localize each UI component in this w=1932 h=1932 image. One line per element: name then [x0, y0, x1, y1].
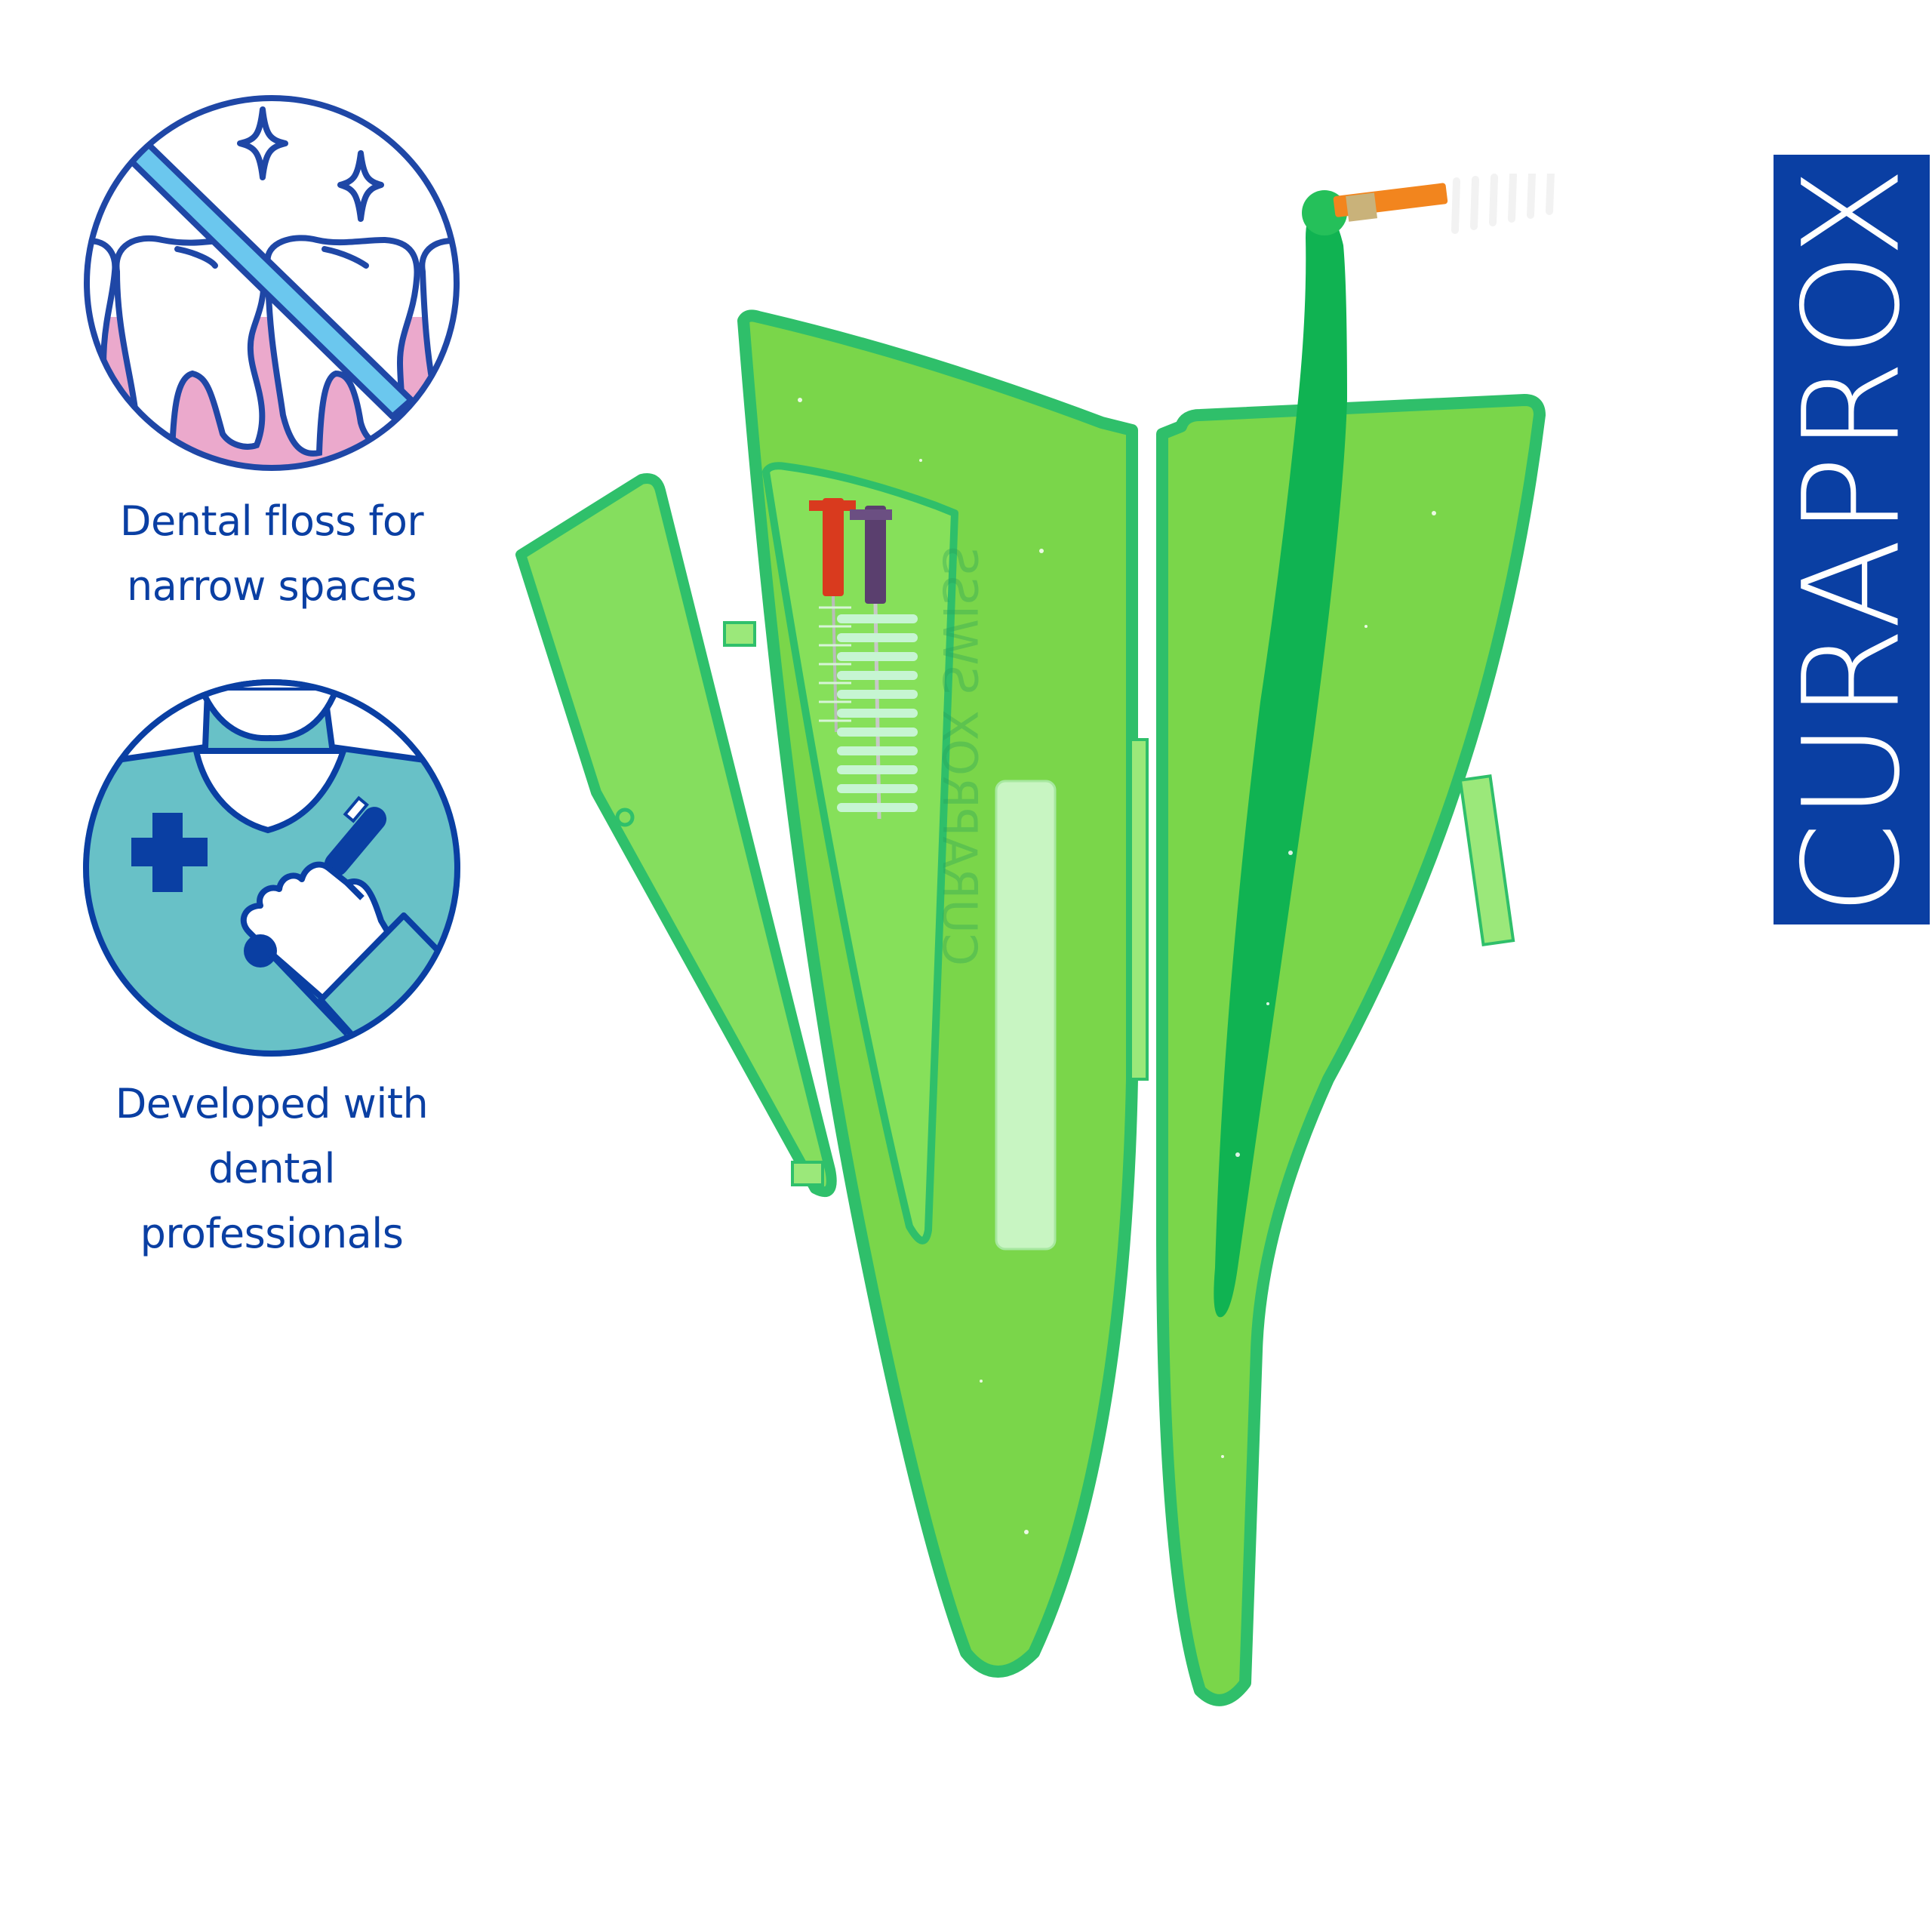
feature-professionals-text: Developed with dental professionals	[75, 1072, 468, 1266]
feature-floss-line-1: Dental floss for	[119, 497, 424, 545]
case-embossed-text: CURAPROX SWISS	[932, 546, 987, 966]
feature-floss-line-2: narrow spaces	[127, 562, 417, 610]
feature-professionals-line-2: dental	[208, 1145, 336, 1192]
interdental-brush-purple	[837, 506, 918, 820]
mounted-brush-bristles	[1451, 168, 1555, 234]
case-left-half: CURAPROX SWISS	[737, 309, 1138, 1678]
brand-logo-box: CURAPROX	[1774, 155, 1930, 924]
dental-professional-icon	[83, 679, 460, 1057]
feature-professionals-line-3: professionals	[140, 1210, 404, 1257]
travel-case-illustration: CURAPROX SWISS	[515, 168, 1555, 1706]
product-image: CURAPROX SWISS	[498, 168, 1555, 1743]
teeth-floss-icon	[84, 95, 460, 471]
case-hinge	[1129, 738, 1149, 1081]
feature-professionals-line-1: Developed with	[115, 1080, 429, 1128]
interdental-brush-red	[809, 498, 856, 733]
brush-handle	[1214, 168, 1555, 1318]
floss-stick	[995, 780, 1057, 1251]
feature-floss: Dental floss for narrow spaces	[75, 91, 468, 619]
feature-professionals: Developed with dental professionals	[75, 679, 468, 1266]
case-right-half	[1156, 394, 1546, 1706]
brand-logo-text: CURAPROX	[1774, 164, 1929, 915]
case-left-flap	[515, 473, 837, 1198]
feature-floss-text: Dental floss for narrow spaces	[75, 489, 468, 619]
